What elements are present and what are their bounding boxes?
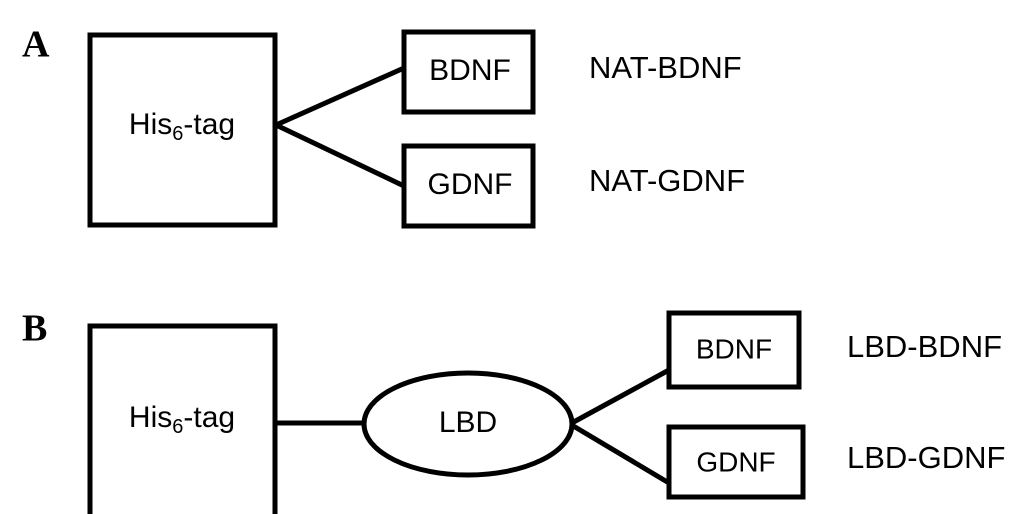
panel-b-connector-to-bdnf — [568, 367, 671, 427]
panel-b-gdnf-node: GDNF — [666, 424, 806, 500]
panel-a-connector-to-bdnf — [274, 65, 406, 128]
panel-a-bdnf-box — [401, 29, 536, 115]
panel-b-bdnf-node: BDNF — [666, 310, 802, 390]
panel-a-his-tag-tail: -tag — [183, 108, 235, 141]
panel-b: B His6-tag LBD BDNF — [22, 308, 1005, 514]
panel-b-his-tag-tail: -tag — [183, 401, 235, 434]
panel-a-gdnf-node: GDNF — [401, 143, 536, 229]
panel-b-letter: B — [22, 308, 47, 350]
panel-a-his-tag-node: His6-tag — [87, 32, 278, 228]
panel-b-gdnf-box — [666, 424, 806, 500]
panel-b-bdnf-box — [666, 310, 802, 390]
panel-b-his-tag-label: His6-tag — [129, 401, 235, 438]
panel-a-construct-label-bdnf: NAT-BDNF — [589, 50, 742, 85]
panel-a-his-tag-box — [87, 32, 278, 228]
panel-b-lbd-label: LBD — [439, 406, 497, 439]
panel-a-bdnf-node: BDNF — [401, 29, 536, 115]
panel-b-his-tag-main: His — [129, 401, 172, 434]
panel-b-lbd-ellipse — [361, 370, 575, 478]
panel-a-letter: A — [22, 24, 50, 66]
panel-a-connector-to-gdnf — [274, 122, 406, 189]
panel-b-lbd-node: LBD — [361, 370, 575, 478]
panel-a: A His6-tag BDNF GDNF NAT-BD — [22, 24, 745, 229]
panel-b-his-tag-node: His6-tag — [87, 323, 278, 514]
panel-a-his-tag-subscript: 6 — [172, 123, 183, 145]
panel-b-his-tag-subscript: 6 — [172, 416, 183, 438]
panel-b-connector-to-gdnf — [568, 421, 671, 486]
panel-a-gdnf-label: GDNF — [428, 168, 513, 201]
panel-a-his-tag-main: His — [129, 108, 172, 141]
panel-b-gdnf-label: GDNF — [696, 446, 775, 477]
panel-a-construct-label-gdnf: NAT-GDNF — [589, 163, 745, 198]
panel-b-bdnf-label: BDNF — [696, 333, 772, 364]
panel-a-his-tag-label: His6-tag — [129, 108, 235, 145]
panel-b-construct-label-gdnf: LBD-GDNF — [847, 440, 1005, 475]
panel-b-construct-label-bdnf: LBD-BDNF — [847, 329, 1002, 364]
panel-a-gdnf-box — [401, 143, 536, 229]
panel-a-bdnf-label: BDNF — [429, 54, 511, 87]
panel-b-his-tag-box — [87, 323, 278, 514]
